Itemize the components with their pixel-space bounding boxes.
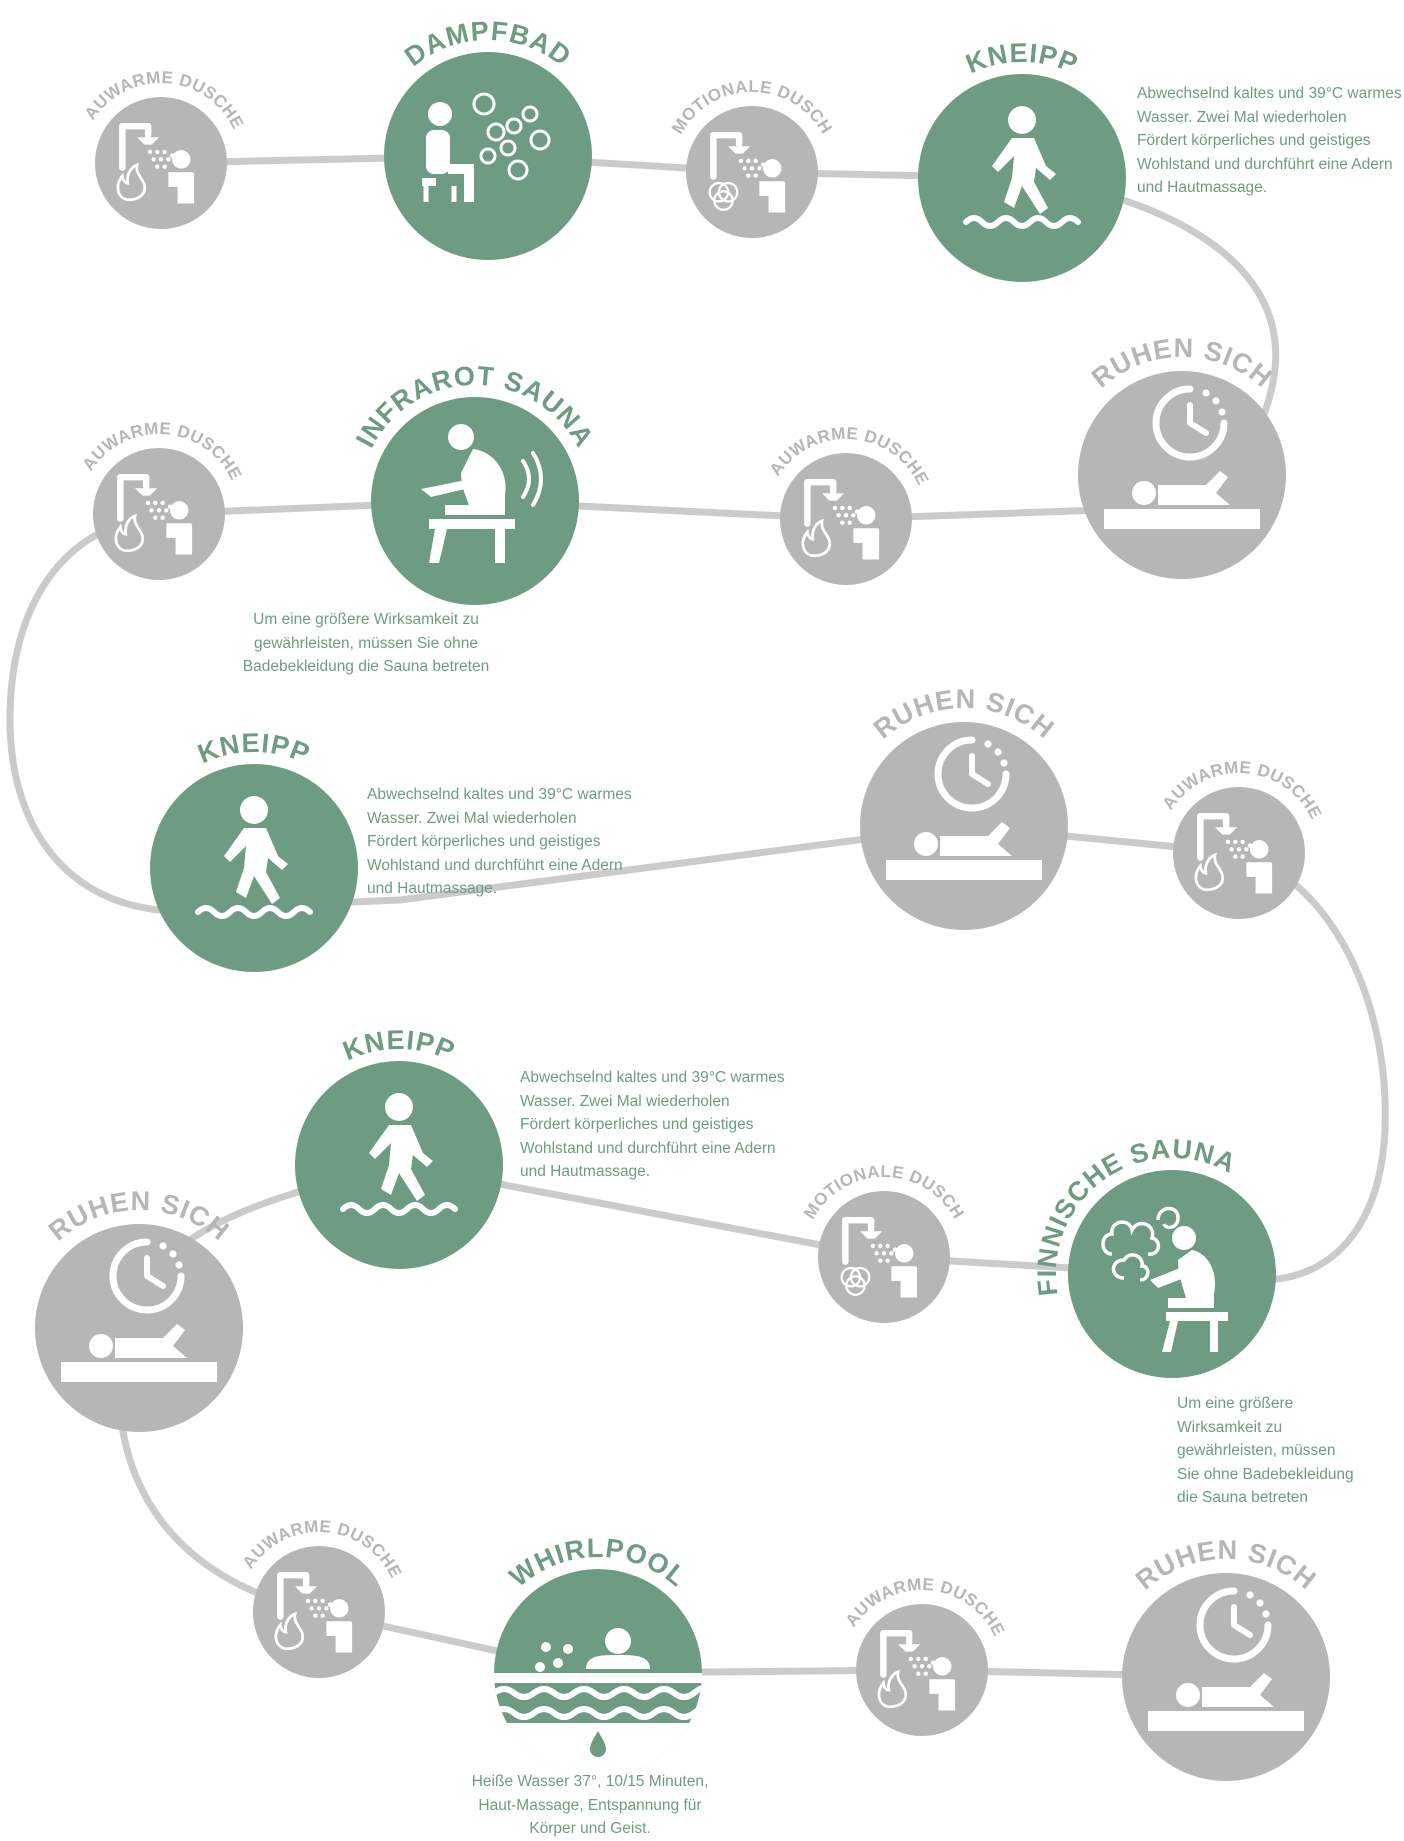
station-circle [93,448,225,580]
walking-water-icon [340,1093,458,1216]
station-circle [384,52,592,260]
infrared-sauna-icon [421,424,543,563]
finnish-sauna-icon [1101,1206,1228,1352]
steam-bath-icon [422,92,551,202]
kneipp-description-mid: Abwechselnd kaltes und 39°C warmes Wasse… [367,786,632,897]
station-circle [780,453,912,585]
shower-fire-icon [801,478,880,560]
whirlpool-description: Heiße Wasser 37°, 10/15 Minuten, Haut-Ma… [471,1773,709,1837]
station-circle [686,106,818,238]
station-ruhen-4: RUHEN SICH [1122,1535,1330,1781]
walking-water-icon [195,796,313,919]
station-title: KNEIPP [194,728,315,769]
station-title: KNEIPP [339,1025,460,1066]
clock-rest-icon [886,736,1042,880]
shower-fire-icon [877,1629,956,1711]
station-ruhen-2: RUHEN SICH [860,684,1068,930]
kneipp-description-low: Abwechselnd kaltes und 39°C warmes Wasse… [520,1069,785,1180]
walking-water-icon [963,106,1081,229]
kneipp-description-top: Abwechselnd kaltes und 39°C warmes Wasse… [1137,85,1402,196]
station-emotionale-1: EMOTIONALE DUSCHE [668,77,836,238]
station-circle [95,97,227,229]
station-circle [35,1224,243,1432]
station-circle [1078,371,1286,579]
infrarot-description: Um eine größere Wirksamkeit zu gewährlei… [242,611,490,675]
clock-rest-icon [1148,1587,1304,1731]
station-finnische: FINNISCHE SAUNA [1032,1134,1276,1378]
station-kneipp-1: KNEIPP [918,38,1126,282]
station-whirlpool: WHIRLPOOL [494,1533,702,1777]
station-ruhen-3: RUHEN SICH [35,1186,243,1432]
station-dampfbad: DAMPFBAD [384,16,592,260]
station-title: KNEIPP [962,38,1083,79]
station-emotionale-2: EMOTIONALE DUSCHE [800,1162,968,1323]
station-kneipp-3: KNEIPP [295,1025,503,1269]
clock-rest-icon [1104,385,1260,529]
clock-rest-icon [61,1238,217,1382]
station-kneipp-2: KNEIPP [150,728,358,972]
shower-fire-icon [114,473,193,555]
station-infrarot: INFRAROT SAUNA [350,361,599,605]
station-circle [860,722,1068,930]
station-circle [856,1604,988,1736]
shower-fire-icon [116,122,195,204]
shower-fire-icon [1194,812,1273,894]
station-circle [253,1546,385,1678]
station-circle [1173,787,1305,919]
station-ruhen-1: RUHEN SICH [1078,333,1286,579]
station-circle [818,1191,950,1323]
shower-rings-icon [708,131,786,213]
finnische-description: Um eine größere Wirksamkeit zu gewährlei… [1177,1395,1354,1506]
station-circle [1122,1573,1330,1781]
